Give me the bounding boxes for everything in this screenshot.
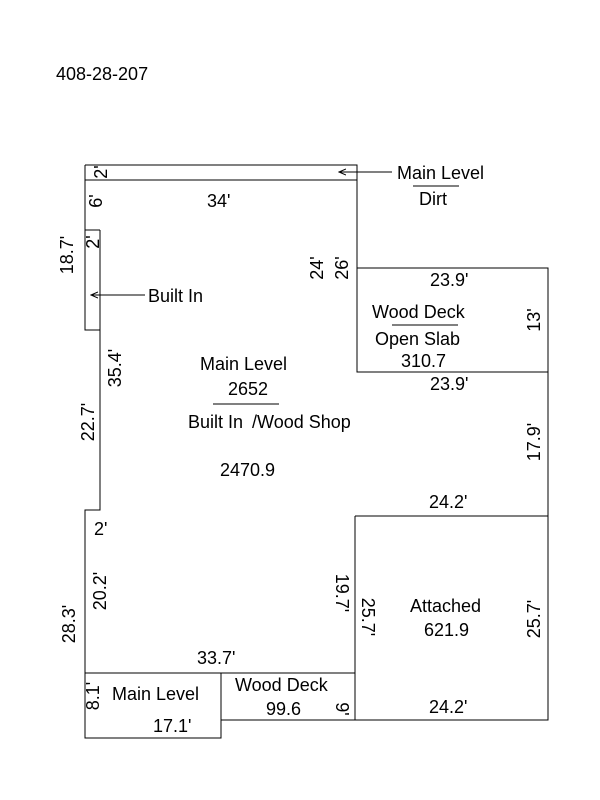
dim-24-2-bottom: 24.2': [429, 697, 467, 717]
dim-17-9: 17.9': [524, 423, 544, 461]
dim-13: 13': [524, 308, 544, 331]
building-outline: [84, 164, 549, 721]
main-level-bottom-label: Main Level: [112, 684, 199, 704]
dim-23-9-bottom: 23.9': [430, 374, 468, 394]
wood-deck-right-area: 310.7: [401, 351, 446, 371]
dim-2-top: 2': [91, 165, 111, 178]
dirt-label: Dirt: [419, 189, 447, 209]
dim-34: 34': [207, 191, 230, 211]
wood-shop-part: /Wood Shop: [252, 412, 351, 432]
dim-22-7: 22.7': [78, 403, 98, 441]
dim-8-1: 8.1': [83, 682, 103, 710]
dim-25-7-left: 25.7': [358, 598, 378, 636]
dim-19-7: 19.7': [332, 574, 352, 612]
dim-20-2: 20.2': [90, 572, 110, 610]
dim-24: 24': [307, 256, 327, 279]
dim-17-1: 17.1': [153, 716, 191, 736]
built-in-part: Built In: [188, 412, 243, 432]
attached-label: Attached: [410, 596, 481, 616]
dim-6: 6': [86, 194, 106, 207]
dim-35-4: 35.4': [105, 349, 125, 387]
main-level-label: Main Level: [200, 354, 287, 374]
main-level-area: 2470.9: [220, 460, 275, 480]
built-in-label: Built In: [148, 286, 203, 306]
dim-18-7: 18.7': [57, 236, 77, 274]
wood-deck-bottom-area: 99.6: [266, 699, 301, 719]
dim-2-inner-a: 2': [83, 235, 103, 248]
built-in-wood-shop-label: Built In /Wood Shop: [188, 412, 351, 432]
open-slab-label: Open Slab: [375, 329, 460, 349]
dim-24-2-top: 24.2': [429, 492, 467, 512]
dim-28-3: 28.3': [59, 605, 79, 643]
dim-26: 26': [332, 256, 352, 279]
parcel-id: 408-28-207: [56, 64, 148, 84]
main-level-dirt-label: Main Level: [397, 163, 484, 183]
wood-deck-right-outline: [357, 267, 549, 372]
dim-33-7: 33.7': [197, 648, 235, 668]
dim-2-inner-b: 2': [94, 519, 107, 539]
main-level-value: 2652: [228, 379, 268, 399]
attached-area: 621.9: [424, 620, 469, 640]
wood-deck-bottom-label: Wood Deck: [235, 675, 329, 695]
dim-9: 9': [332, 702, 352, 715]
main-level-bottom-outline: [84, 673, 222, 739]
wood-deck-right-label: Wood Deck: [372, 302, 466, 322]
dim-25-7-right: 25.7': [524, 600, 544, 638]
dim-23-9-top: 23.9': [430, 270, 468, 290]
